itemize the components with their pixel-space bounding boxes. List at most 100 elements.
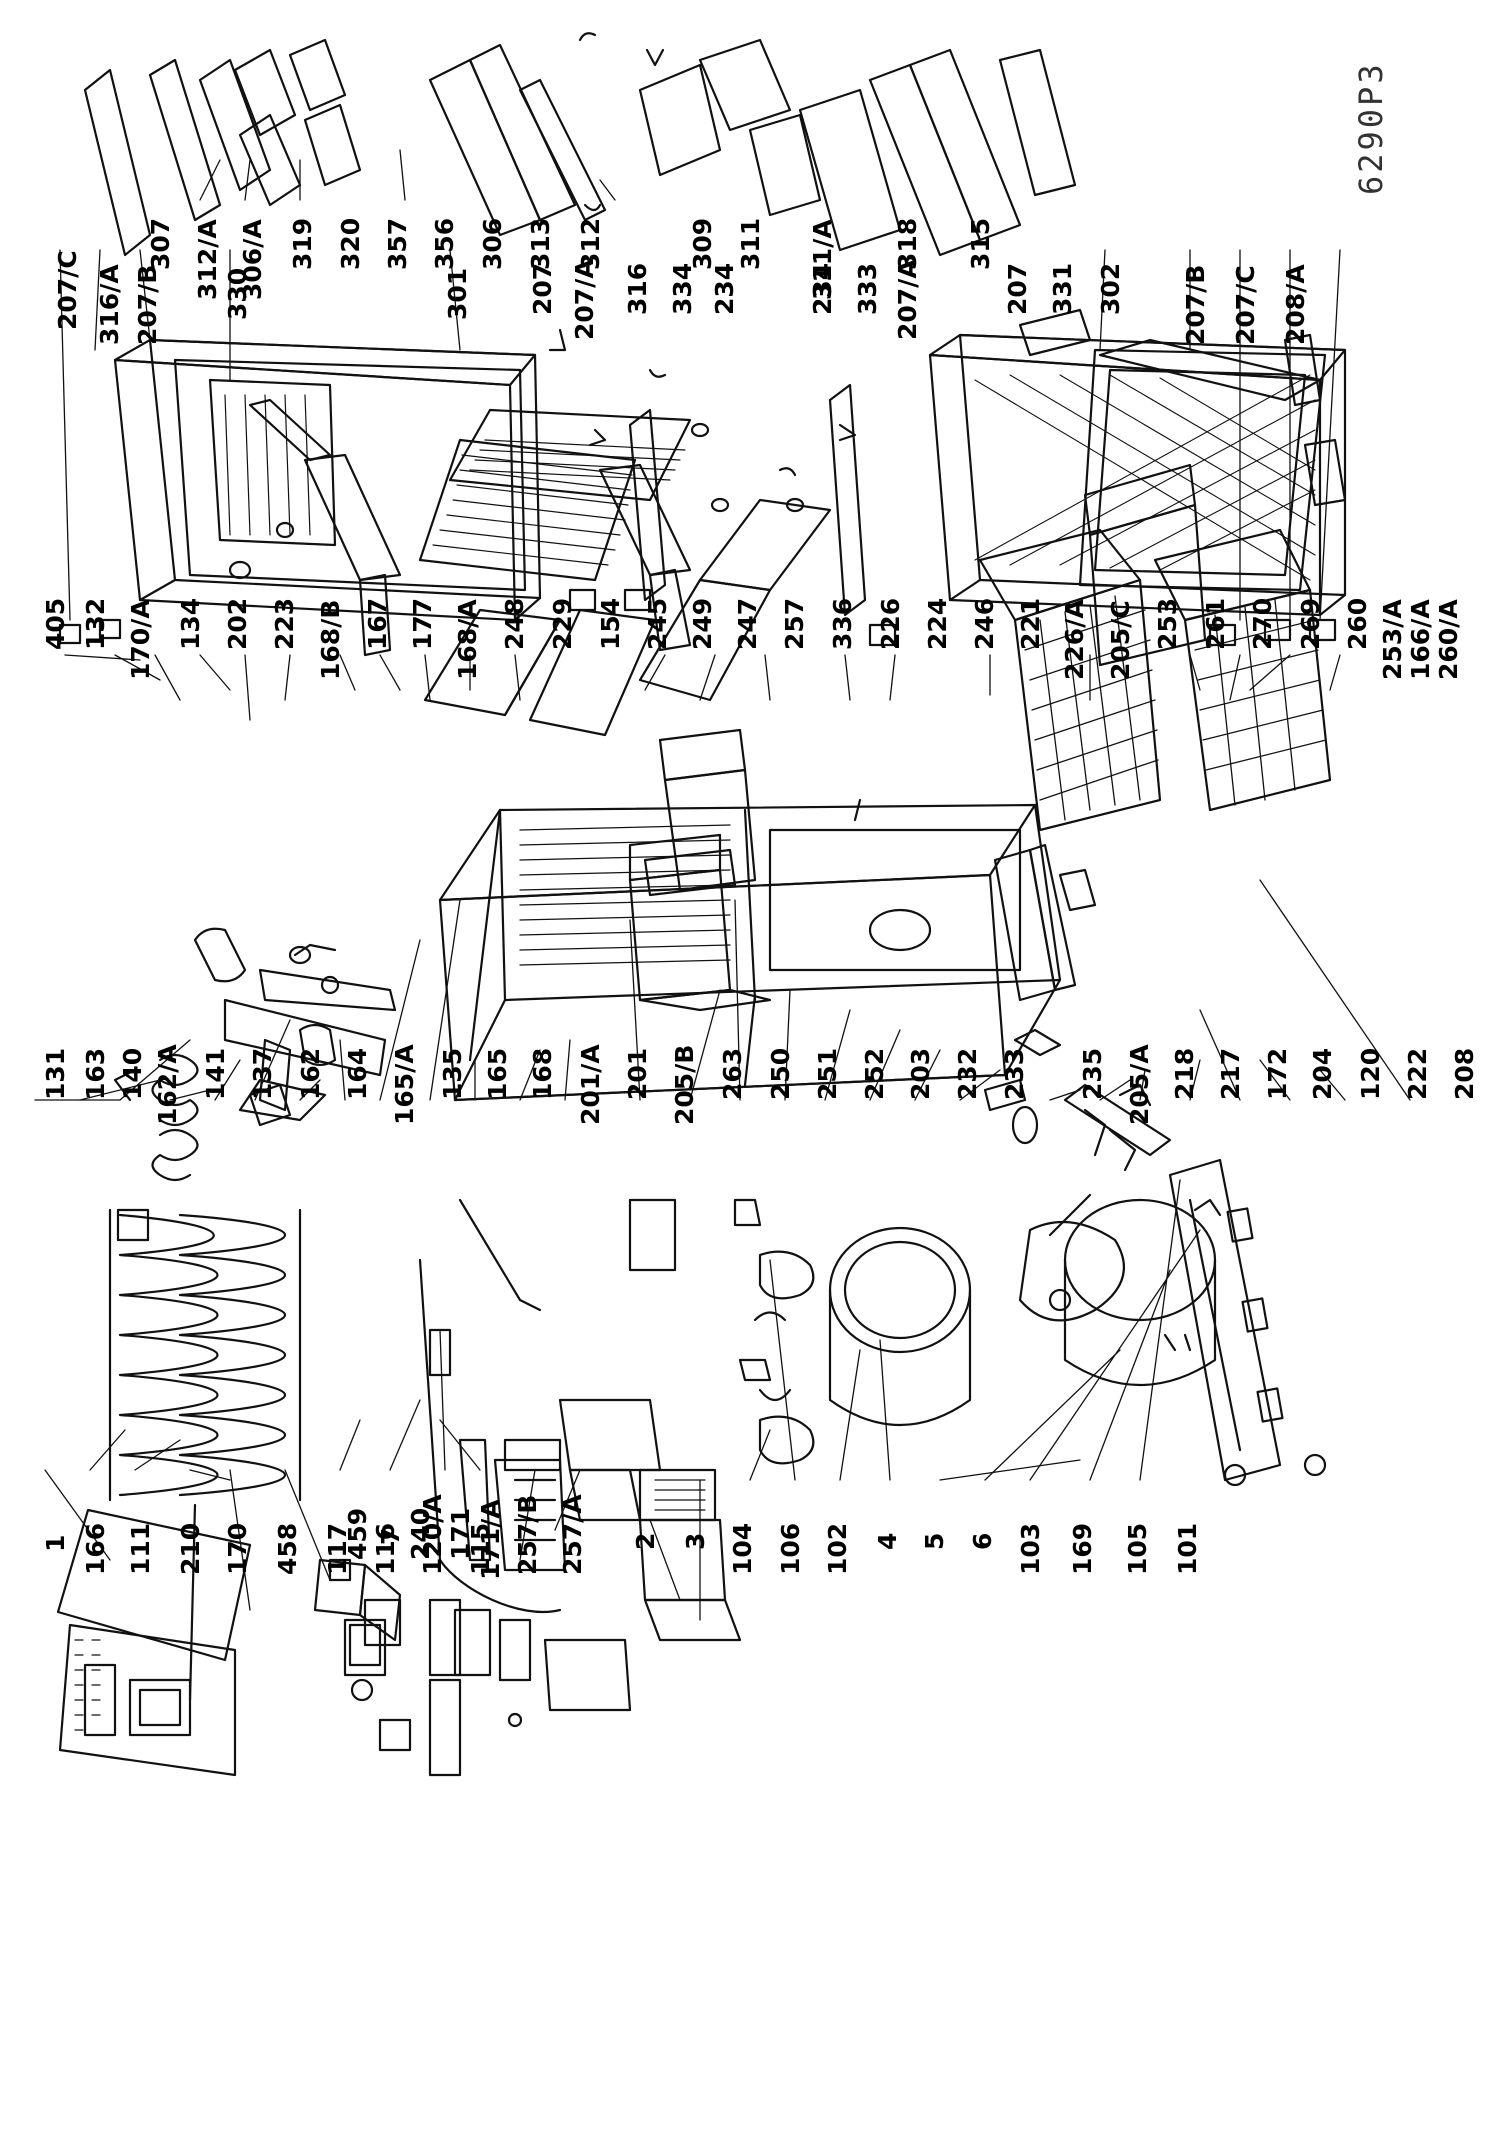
callout-label: 245 [643, 597, 672, 650]
callout-label: 222 [1403, 1047, 1432, 1100]
callout-label: 207 [528, 262, 557, 315]
callout-label: 103 [1016, 1522, 1045, 1575]
callout-label: 246 [970, 597, 999, 650]
callout-label: 132 [81, 597, 110, 650]
callout-label: 177 [408, 597, 437, 650]
ice-tray-part [428, 1598, 532, 1777]
callout-label: 170 [223, 1522, 252, 1575]
callout-label: 207 [1003, 262, 1032, 315]
callout-label: 105 [1123, 1522, 1152, 1575]
callout-label: 249 [688, 597, 717, 650]
callout-label: 207/B [1181, 264, 1210, 345]
callout-label: 250 [766, 1047, 795, 1100]
callout-label: 234 [710, 262, 739, 315]
freezer-door-part [113, 338, 542, 622]
callout-label: 131 [41, 1047, 70, 1100]
callout-label: 253/A [1378, 599, 1407, 680]
callout-label: 207/B [133, 264, 162, 345]
callout-label: 235 [1078, 1047, 1107, 1100]
callout-label: 257/A [558, 1494, 587, 1575]
door-spring-part [113, 1053, 199, 1182]
callout-label: 311 [736, 217, 765, 270]
callout-label: 140 [118, 1047, 147, 1100]
callout-label: 357 [383, 217, 412, 270]
callout-label: 226 [876, 597, 905, 650]
callout-label: 4 [873, 1532, 902, 1550]
drip-tray-part [458, 1438, 567, 1572]
callout-label: 458 [273, 1522, 302, 1575]
callout-label: 260 [1343, 597, 1372, 650]
callout-label: 165/A [390, 1044, 419, 1125]
callout-label: 208 [1450, 1047, 1479, 1100]
callout-label: 141 [201, 1047, 230, 1100]
evaporator-plate-part [543, 1198, 677, 1712]
compressor-part [828, 1198, 1222, 1426]
callout-label: 171/A [476, 1499, 505, 1580]
callout-label: 217 [1216, 1047, 1245, 1100]
callout-label: 207/A [893, 259, 922, 340]
callout-label: 166 [81, 1522, 110, 1575]
callout-label: 163 [81, 1047, 110, 1100]
callout-label: 207/C [53, 250, 82, 330]
callout-label: 207/C [1231, 265, 1260, 345]
callout-label: 226/A [1060, 599, 1089, 680]
callout-label: 248 [500, 597, 529, 650]
callout-label: 168/A [453, 599, 482, 680]
callout-label: 137 [248, 1047, 277, 1100]
callout-label: 229 [548, 597, 577, 650]
callout-label: 233 [1000, 1047, 1029, 1100]
capillary-tube-part [418, 1198, 562, 1614]
callout-label: 315 [966, 217, 995, 270]
fridge-door-part [928, 333, 1347, 617]
callout-label: 306/A [238, 219, 267, 300]
callout-label: 201/A [576, 1044, 605, 1125]
callout-label: 162 [296, 1047, 325, 1100]
top-trim-strip-part [223, 943, 397, 1122]
callout-label: 269 [1296, 597, 1325, 650]
callout-label: 170/A [126, 599, 155, 680]
callout-label: 218 [1170, 1047, 1199, 1100]
callout-label: 221 [1016, 597, 1045, 650]
callout-label: 334 [668, 262, 697, 315]
callout-label: 204 [1308, 1047, 1337, 1100]
callout-label: 257 [780, 597, 809, 650]
callout-label: 207/A [570, 259, 599, 340]
callout-label: 6 [968, 1532, 997, 1550]
callout-label: 208/A [1281, 264, 1310, 345]
callout-label: 154 [596, 597, 625, 650]
callout-label: 301 [443, 267, 472, 320]
callout-label: 270 [1248, 597, 1277, 650]
callout-label: 104 [728, 1522, 757, 1575]
callout-label: 203 [906, 1047, 935, 1100]
callout-label: 307 [146, 217, 175, 270]
wire-shelf-part [418, 408, 692, 582]
callout-label: 2 [631, 1532, 660, 1550]
callout-label: 261 [1201, 597, 1230, 650]
callout-label: 135 [438, 1047, 467, 1100]
freezer-drawer-part [638, 1468, 742, 1642]
callout-label: 111 [126, 1522, 155, 1575]
callout-label: 257/B [513, 1494, 542, 1575]
callout-label: 205/B [670, 1044, 699, 1125]
callout-leaders [34, 149, 1411, 1621]
callout-label: 312/A [193, 219, 222, 300]
callout-label: 172 [1263, 1047, 1292, 1100]
callout-label: 251 [813, 1047, 842, 1100]
callout-label: 223 [270, 597, 299, 650]
callout-label: 106 [776, 1522, 805, 1575]
glass-shelf-part [423, 498, 862, 822]
callout-label: 316 [623, 262, 652, 315]
callout-label: 3 [681, 1532, 710, 1550]
crisper-group-part [628, 728, 772, 1012]
callout-label: 333 [853, 262, 882, 315]
callout-label: 263 [718, 1047, 747, 1100]
callout-label: 459 [343, 1507, 372, 1560]
hinge-bracket-part [733, 1198, 815, 1465]
callout-label: 224 [923, 597, 952, 650]
callout-label: 336 [828, 597, 857, 650]
callout-label: 311/A [808, 219, 837, 300]
callout-label: 201 [623, 1047, 652, 1100]
callout-label: 405 [41, 597, 70, 650]
